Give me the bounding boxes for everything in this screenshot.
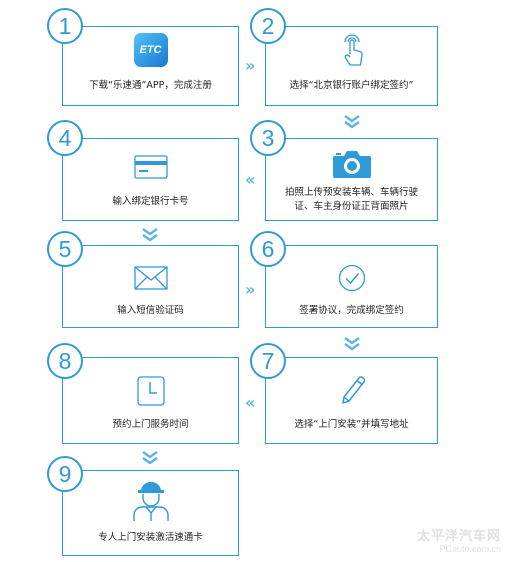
step-2-label: 选择“北京银行账户绑定签约” [289,80,414,91]
step-8-number: 8 [47,343,83,379]
step-3-label: 拍照上传预安装车辆、车辆行驶证、车主身份证正背面照片 [284,187,418,212]
step-7-card: 选择“上门安装”并填写地址 [265,357,438,444]
arrow-down-4-5 [142,228,158,242]
envelope-icon [133,266,168,290]
arrow-right-1-2: » [245,56,256,75]
step-9-number: 9 [47,456,83,492]
step-1-card: ETC 下载“乐速通”APP，完成注册 [62,26,239,106]
step-6-label: 签署协议，完成绑定签约 [299,305,404,316]
bank-card-icon [133,155,168,179]
check-circle-icon [338,264,365,292]
step-9-card: 专人上门安装激活速通卡 [62,470,239,556]
step-7-number: 7 [250,343,286,379]
arrow-left-7-8: « [245,393,256,412]
step-1-label: 下载“乐速通”APP，完成注册 [89,80,212,91]
step-6-number: 6 [250,231,286,267]
arrow-left-3-4: « [245,170,256,189]
step-8-label: 预约上门服务时间 [112,419,189,430]
step-6-card: 签署协议，完成绑定签约 [265,245,438,328]
step-7-label: 选择“上门安装”并填写地址 [294,419,409,430]
technician-icon [132,482,169,521]
arrow-down-6-7 [344,337,360,351]
etc-app-icon: ETC [133,33,168,67]
tap-finger-icon [343,34,363,66]
clock-icon [136,376,165,406]
step-4-card: 输入绑定银行卡号 [62,138,239,221]
step-2-card: 选择“北京银行账户绑定签约” [265,26,438,106]
watermark: 太平洋汽车网 PCauto.com.cn [417,525,501,554]
step-9-label: 专人上门安装激活速通卡 [98,532,203,543]
watermark-url: PCauto.com.cn [439,544,501,554]
arrow-down-8-9 [142,451,158,465]
step-5-number: 5 [47,231,83,267]
camera-icon [332,151,371,178]
step-8-card: 预约上门服务时间 [62,357,239,444]
etc-app-icon-text: ETC [139,44,162,56]
watermark-title: 太平洋汽车网 [416,528,501,543]
step-3-number: 3 [250,120,286,156]
step-5-label: 输入短信验证码 [117,305,184,316]
arrow-right-5-6: » [245,280,256,299]
step-5-card: 输入短信验证码 [62,245,239,328]
pencil-icon [341,376,365,404]
step-4-number: 4 [47,120,83,156]
step-3-card: 拍照上传预安装车辆、车辆行驶证、车主身份证正背面照片 [265,138,438,221]
step-4-label: 输入绑定银行卡号 [112,196,189,207]
arrow-down-2-3 [344,115,360,129]
step-2-number: 2 [250,8,286,44]
step-1-number: 1 [47,8,83,44]
